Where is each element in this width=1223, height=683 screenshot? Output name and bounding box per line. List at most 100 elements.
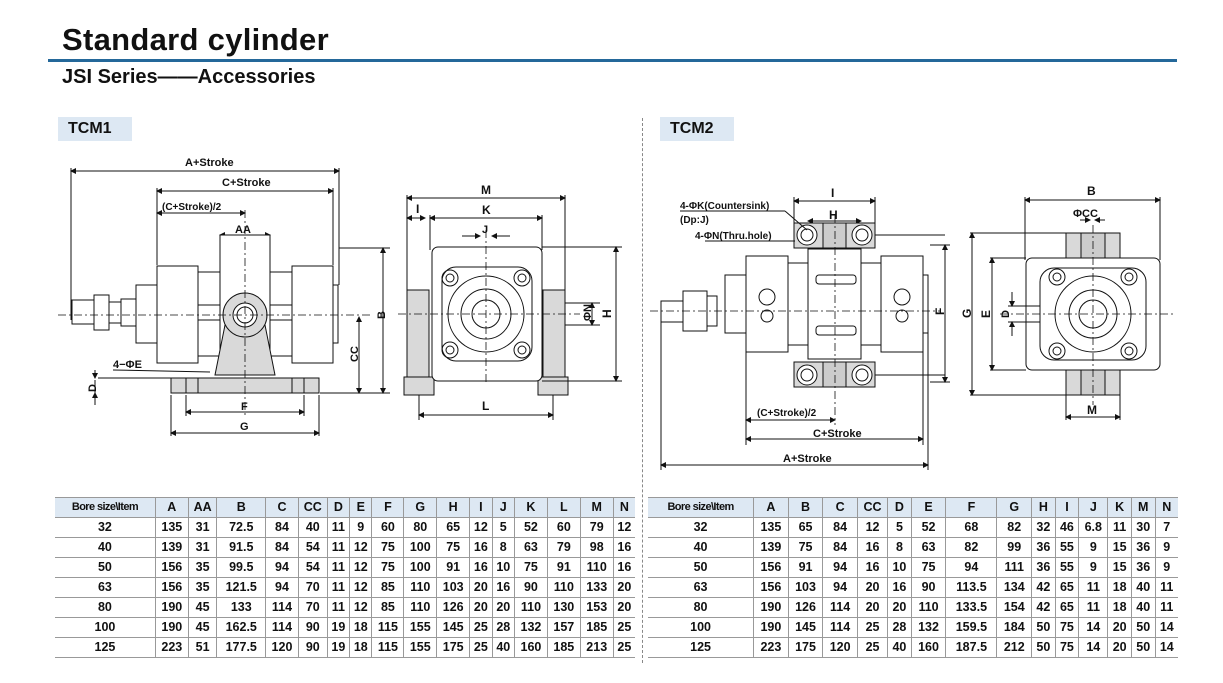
tcm1-label-j: J bbox=[482, 224, 488, 236]
tcm2-value-cell: 110 bbox=[910, 597, 947, 618]
tcm2-value-cell: 156 bbox=[753, 577, 789, 598]
tcm2-label-k-holes: 4-ΦK(Countersink) bbox=[680, 201, 769, 212]
tcm1-value-cell: 54 bbox=[297, 537, 328, 558]
tcm2-col-header: CC bbox=[856, 497, 889, 518]
tcm2-label-c-stroke: C+Stroke bbox=[813, 428, 862, 440]
tcm2-value-cell: 187.5 bbox=[945, 637, 998, 658]
tcm1-value-cell: 75 bbox=[436, 537, 471, 558]
tcm1-col-header: CC bbox=[297, 497, 328, 518]
tcm2-value-cell: 90 bbox=[910, 577, 947, 598]
tcm1-value-cell: 90 bbox=[297, 617, 328, 638]
tcm1-value-cell: 5 bbox=[491, 517, 516, 538]
tcm1-label-c-stroke-half: (C+Stroke)/2 bbox=[162, 202, 222, 213]
tcm1-value-cell: 100 bbox=[403, 537, 438, 558]
tcm1-label-g: G bbox=[240, 421, 249, 433]
tcm1-value-cell: 90 bbox=[297, 637, 328, 658]
tcm1-value-cell: 65 bbox=[436, 517, 471, 538]
tcm1-value-cell: 121.5 bbox=[216, 577, 267, 598]
tcm1-value-cell: 99.5 bbox=[216, 557, 267, 578]
tcm2-value-cell: 82 bbox=[945, 537, 998, 558]
tcm1-col-header: D bbox=[326, 497, 351, 518]
tcm2-label-i: I bbox=[831, 186, 834, 200]
tcm2-col-header: C bbox=[822, 497, 858, 518]
tcm2-value-cell: 52 bbox=[910, 517, 947, 538]
tcm2-value-cell: 16 bbox=[856, 537, 889, 558]
tcm1-label: TCM1 bbox=[58, 117, 132, 141]
tcm1-value-cell: 94 bbox=[265, 577, 299, 598]
tcm2-value-cell: 175 bbox=[787, 637, 824, 658]
tcm2-value-cell: 36 bbox=[1031, 557, 1056, 578]
tcm2-value-cell: 16 bbox=[887, 577, 912, 598]
tcm1-value-cell: 91 bbox=[546, 557, 581, 578]
tcm2-col-header: D bbox=[887, 497, 912, 518]
tcm2-col-header: E bbox=[910, 497, 947, 518]
tcm1-value-cell: 130 bbox=[546, 597, 581, 618]
tcm1-value-cell: 223 bbox=[154, 637, 189, 658]
tcm1-value-cell: 153 bbox=[579, 597, 614, 618]
tcm1-bore-size-cell: 80 bbox=[55, 597, 156, 618]
tcm1-value-cell: 35 bbox=[187, 557, 218, 578]
tcm2-value-cell: 63 bbox=[910, 537, 947, 558]
tcm2-value-cell: 20 bbox=[887, 597, 912, 618]
tcm2-value-cell: 15 bbox=[1107, 537, 1132, 558]
tcm2-col-header: J bbox=[1078, 497, 1109, 518]
tcm1-value-cell: 28 bbox=[491, 617, 516, 638]
tcm1-label-b: B bbox=[376, 311, 388, 319]
tcm1-label-k: K bbox=[482, 203, 491, 217]
tcm2-value-cell: 212 bbox=[996, 637, 1033, 658]
tcm2-value-cell: 55 bbox=[1054, 537, 1080, 558]
tcm2-value-cell: 65 bbox=[1054, 577, 1080, 598]
tcm1-bore-size-cell: 50 bbox=[55, 557, 156, 578]
tcm1-value-cell: 120 bbox=[265, 637, 299, 658]
tcm2-value-cell: 11 bbox=[1107, 517, 1132, 538]
tcm2-col-header: N bbox=[1154, 497, 1178, 518]
tcm1-value-cell: 63 bbox=[514, 537, 548, 558]
tcm2-value-cell: 94 bbox=[822, 577, 858, 598]
tcm2-label-d: D bbox=[1000, 310, 1012, 318]
tcm1-col-header: H bbox=[436, 497, 471, 518]
tcm2-value-cell: 16 bbox=[856, 557, 889, 578]
page-subtitle: JSI Series——Accessories bbox=[62, 66, 316, 88]
tcm1-label-c-stroke: C+Stroke bbox=[222, 177, 271, 189]
tcm2-value-cell: 103 bbox=[787, 577, 824, 598]
tcm1-value-cell: 190 bbox=[154, 617, 189, 638]
tcm1-value-cell: 20 bbox=[469, 577, 493, 598]
tcm1-value-cell: 98 bbox=[579, 537, 614, 558]
tcm2-value-cell: 40 bbox=[1130, 597, 1156, 618]
tcm2-label-g: G bbox=[960, 309, 974, 318]
tcm1-label-d: D bbox=[87, 384, 99, 392]
tcm1-label-m: M bbox=[481, 183, 491, 197]
tcm1-col-header: AA bbox=[187, 497, 218, 518]
tcm1-value-cell: 110 bbox=[403, 597, 438, 618]
tcm1-value-cell: 20 bbox=[469, 597, 493, 618]
tcm1-value-cell: 190 bbox=[154, 597, 189, 618]
tcm1-value-cell: 114 bbox=[265, 597, 299, 618]
tcm2-bore-size-cell: 80 bbox=[648, 597, 755, 618]
tcm1-value-cell: 25 bbox=[469, 637, 493, 658]
tcm1-col-header: E bbox=[349, 497, 373, 518]
tcm2-value-cell: 25 bbox=[856, 637, 889, 658]
tcm2-label-a-stroke: A+Stroke bbox=[783, 453, 832, 465]
tcm2-value-cell: 9 bbox=[1154, 537, 1178, 558]
tcm2-value-cell: 9 bbox=[1154, 557, 1178, 578]
tcm2-value-cell: 113.5 bbox=[945, 577, 998, 598]
tcm1-label-e-holes: 4−ΦE bbox=[113, 359, 142, 371]
tcm2-col-header: H bbox=[1031, 497, 1056, 518]
tcm1-value-cell: 16 bbox=[491, 577, 516, 598]
tcm2-value-cell: 126 bbox=[787, 597, 824, 618]
tcm1-col-header: A bbox=[154, 497, 189, 518]
tcm1-value-cell: 103 bbox=[436, 577, 471, 598]
tcm1-value-cell: 79 bbox=[546, 537, 581, 558]
tcm1-value-cell: 110 bbox=[403, 577, 438, 598]
tcm2-value-cell: 11 bbox=[1078, 597, 1109, 618]
tcm1-col-header: G bbox=[403, 497, 438, 518]
tcm2-value-cell: 154 bbox=[996, 597, 1033, 618]
tcm2-value-cell: 111 bbox=[996, 557, 1033, 578]
tcm1-value-cell: 213 bbox=[579, 637, 614, 658]
tcm1-value-cell: 11 bbox=[326, 537, 351, 558]
tcm1-value-cell: 12 bbox=[349, 597, 373, 618]
